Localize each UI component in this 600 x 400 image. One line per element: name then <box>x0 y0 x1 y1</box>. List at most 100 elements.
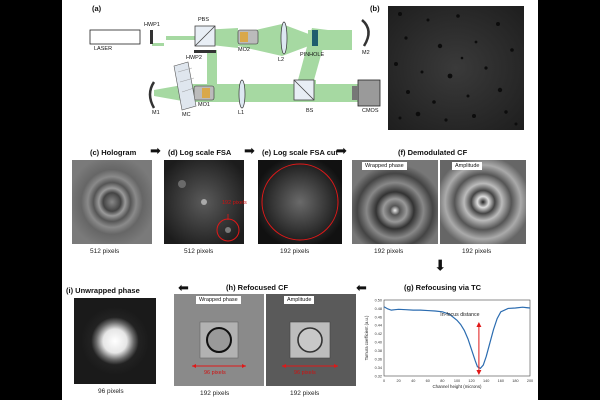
x-tick-label: 80 <box>440 379 444 383</box>
y-tick-label: 0.48 <box>375 307 382 311</box>
y-tick-label: 0.46 <box>375 315 382 319</box>
beam-object-arm <box>188 84 308 102</box>
caption-h-left: 192 pixels <box>200 390 230 397</box>
y-axis-label: Tamura coefficient (a.u.) <box>364 315 369 360</box>
y-tick-label: 0.40 <box>375 341 382 345</box>
title-c: (c) Hologram <box>90 148 137 157</box>
label-m2: M2 <box>362 50 370 56</box>
y-tick-label: 0.36 <box>375 358 382 362</box>
h-measure-left: 96 pixels <box>204 370 226 376</box>
l2-lens <box>280 21 288 55</box>
in-focus-arrowhead-top <box>476 321 482 327</box>
optical-setup-diagram <box>89 19 381 111</box>
tag-h-wrapped: Wrapped phase <box>196 296 241 304</box>
caption-f-right: 192 pixels <box>462 248 492 255</box>
laser-body <box>89 29 141 45</box>
unwrapped-cell <box>81 307 149 375</box>
arrow-f-to-g: ➡ <box>431 258 449 272</box>
x-tick-label: 40 <box>411 379 415 383</box>
label-pinhole: PINHOLE <box>300 52 325 58</box>
caption-c: 512 pixels <box>90 248 120 255</box>
caption-e: 192 pixels <box>280 248 310 255</box>
title-i: (i) Unwrapped phase <box>66 286 140 295</box>
x-tick-label: 160 <box>498 379 504 383</box>
tag-h-amplitude: Amplitude <box>284 296 315 304</box>
hwp2-plate <box>194 50 216 53</box>
y-tick-label: 0.34 <box>375 366 382 370</box>
l1-lens <box>238 79 246 109</box>
panel-a-label: (a) <box>92 4 102 13</box>
beam-pbs-down <box>207 50 217 90</box>
y-tick-label: 0.32 <box>375 374 382 378</box>
panel-d-fsa <box>164 160 244 244</box>
x-tick-label: 140 <box>483 379 489 383</box>
title-e: (e) Log scale FSA cut <box>262 148 338 157</box>
mc-microchannel <box>173 61 197 111</box>
beam-l2-to-pinhole <box>282 24 314 56</box>
panel-i-unwrapped <box>74 298 156 384</box>
label-l1: L1 <box>238 110 245 116</box>
panel-f-demodulated <box>352 160 526 244</box>
caption-h-right: 192 pixels <box>290 390 320 397</box>
m1-mirror <box>148 81 156 109</box>
arrow-d-to-e: ➡ <box>244 143 255 158</box>
caption-i: 96 pixels <box>98 388 124 395</box>
label-bs: BS <box>306 108 314 114</box>
arrow-c-to-d: ➡ <box>150 143 161 158</box>
title-g: (g) Refocusing via TC <box>404 283 482 292</box>
x-tick-label: 100 <box>454 379 460 383</box>
x-tick-label: 180 <box>512 379 518 383</box>
beam-hwp1-stub <box>152 43 164 46</box>
in-focus-annotation: In-focus distance <box>440 312 479 318</box>
y-tick-label: 0.44 <box>375 324 382 328</box>
chart-background <box>360 294 536 398</box>
x-tick-label: 20 <box>396 379 400 383</box>
label-hwp2: HWP2 <box>186 55 202 61</box>
x-tick-label: 200 <box>527 379 533 383</box>
panel-b-label: (b) <box>370 4 380 13</box>
in-focus-arrowhead-bottom <box>476 370 482 375</box>
arrow-e-to-f: ➡ <box>336 143 347 158</box>
caption-d: 512 pixels <box>184 248 214 255</box>
label-laser: LASER <box>94 46 113 52</box>
y-tick-label: 0.38 <box>375 349 382 353</box>
fsa-cut-circle <box>261 163 339 241</box>
label-hwp1: HWP1 <box>144 22 160 28</box>
annotation-d: 192 pixels <box>222 200 247 206</box>
cmos-camera <box>357 79 381 107</box>
title-f: (f) Demodulated CF <box>398 148 468 157</box>
panel-e-fsa-cut <box>258 160 342 244</box>
chart-plot-frame <box>383 299 531 377</box>
figure-panel: (a) <box>62 0 538 400</box>
label-pbs: PBS <box>198 17 210 23</box>
x-tick-label: 60 <box>426 379 430 383</box>
h-amplitude-cell <box>297 327 323 353</box>
beam-laser-to-pbs <box>166 36 200 40</box>
pinhole-element <box>312 30 318 46</box>
fsa-order-minus <box>178 180 186 188</box>
panel-b-image <box>388 6 524 130</box>
panel-h-refocused <box>174 294 356 386</box>
label-cmos: CMOS <box>362 108 379 114</box>
particles <box>394 12 518 126</box>
hwp1-plate <box>150 30 153 44</box>
tamura-curve <box>383 306 531 370</box>
x-axis-label: Channel height (microns) <box>432 384 482 389</box>
fsa-dc <box>201 199 207 205</box>
panel-c-hologram <box>72 160 152 244</box>
h-measure-right: 96 pixels <box>294 370 316 376</box>
caption-f-left: 192 pixels <box>374 248 404 255</box>
label-mc: MC <box>182 112 191 118</box>
tag-f-amplitude: Amplitude <box>452 162 483 170</box>
x-tick-label: 0 <box>383 379 385 383</box>
m2-mirror <box>361 19 370 47</box>
title-d: (d) Log scale FSA <box>168 148 232 157</box>
h-phase-cell <box>206 327 232 353</box>
y-tick-label: 0.42 <box>375 332 382 336</box>
label-l2: L2 <box>278 57 285 63</box>
f-wrapped-phase-image <box>352 160 438 244</box>
label-mo2: MO2 <box>238 47 250 53</box>
label-m1: M1 <box>152 110 160 116</box>
